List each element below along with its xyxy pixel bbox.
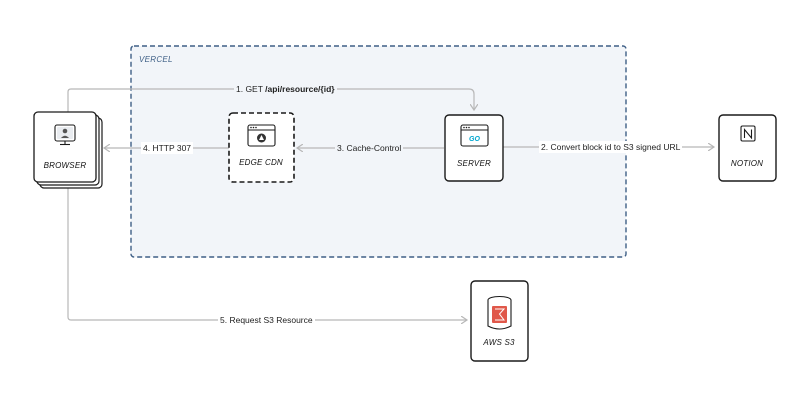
- edge-cache-control-label: 3. Cache-Control: [335, 142, 404, 154]
- globe-window-icon: [247, 124, 276, 147]
- notion-node: [718, 114, 777, 182]
- browser-label: BROWSER: [43, 161, 87, 170]
- notion-logo-icon: [740, 125, 756, 142]
- edge-cdn-node: [228, 112, 295, 183]
- edge-get-resource-path: /api/resource/{id}: [265, 84, 335, 94]
- server-label: SERVER: [457, 159, 491, 168]
- notion-label: NOTION: [730, 159, 764, 168]
- edge-cdn-label: EDGE CDN: [239, 158, 283, 167]
- server-node: GO: [444, 114, 504, 182]
- edge-http-307-label: 4. HTTP 307: [141, 142, 194, 154]
- aws-s3-label: AWS S3: [483, 338, 515, 347]
- edge-convert-block-label: 2. Convert block id to S3 signed URL: [539, 141, 683, 153]
- edge-get-resource-label: 1. GET /api/resource/{id}: [234, 83, 337, 95]
- s3-bucket-icon: [487, 295, 512, 330]
- aws-s3-node: [470, 280, 529, 362]
- user-monitor-icon: [54, 124, 76, 146]
- go-badge-text: GO: [469, 136, 480, 143]
- edge-get-resource-prefix: 1. GET: [236, 84, 266, 94]
- vercel-group-label: VERCEL: [139, 55, 173, 64]
- browser-node: [33, 111, 103, 189]
- edge-request-s3-line: [67, 188, 467, 320]
- go-window-icon: GO: [460, 124, 489, 147]
- edge-request-s3-label: 5. Request S3 Resource: [218, 314, 315, 326]
